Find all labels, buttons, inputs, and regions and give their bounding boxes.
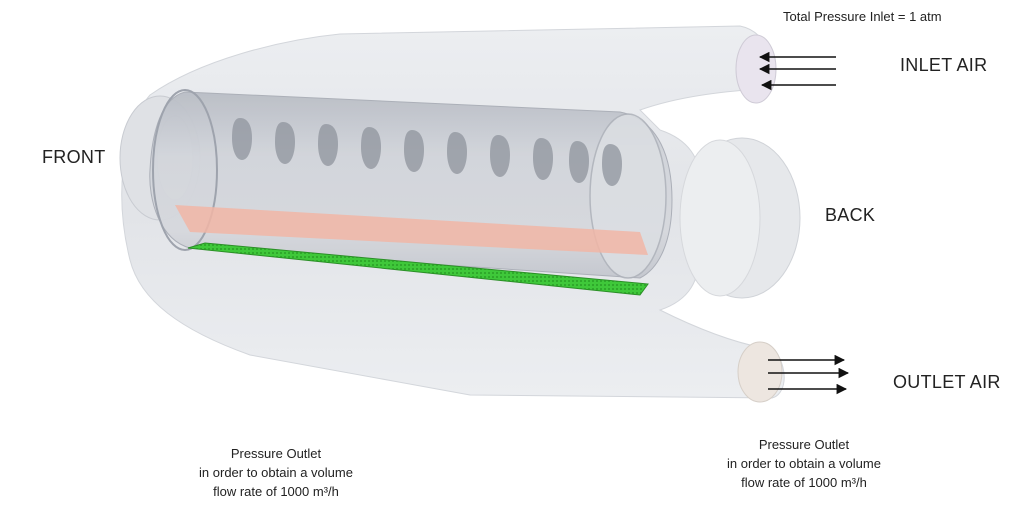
lifter: [490, 135, 510, 177]
drum-lifters: [232, 118, 622, 186]
outlet-pipe-end: [737, 341, 783, 403]
outlet-arrows: [768, 354, 850, 395]
back-label: BACK: [825, 205, 876, 225]
outlet-air-label: OUTLET AIR: [893, 372, 1001, 392]
pressure-outlet-note-left: Pressure Outlet in order to obtain a vol…: [166, 444, 386, 501]
filter-mesh: [187, 242, 649, 296]
lifter: [569, 141, 589, 183]
lifter: [404, 130, 424, 172]
lifter: [318, 124, 338, 166]
back-disc-rim: [679, 139, 761, 297]
lifter: [447, 132, 467, 174]
front-label: FRONT: [42, 147, 106, 167]
lifter: [361, 127, 381, 169]
lifter: [602, 144, 622, 186]
note-line: in order to obtain a volume: [727, 456, 881, 471]
total-pressure-inlet-label: Total Pressure Inlet = 1 atm: [783, 9, 942, 24]
lifter: [232, 118, 252, 160]
note-line: flow rate of 1000 m³/h: [741, 475, 867, 490]
lifter: [275, 122, 295, 164]
drum: [149, 89, 673, 296]
note-line: in order to obtain a volume: [199, 465, 353, 480]
inlet-arrows: [758, 51, 836, 91]
note-line: Pressure Outlet: [230, 446, 322, 461]
inlet-air-label: INLET AIR: [900, 55, 988, 75]
note-line: flow rate of 1000 m³/h: [213, 484, 339, 499]
heated-zone: [175, 205, 648, 255]
note-line: Pressure Outlet: [758, 437, 850, 452]
pressure-outlet-note-right: Pressure Outlet in order to obtain a vol…: [694, 435, 914, 492]
drum-front-rim: [152, 89, 218, 251]
lifter: [533, 138, 553, 180]
